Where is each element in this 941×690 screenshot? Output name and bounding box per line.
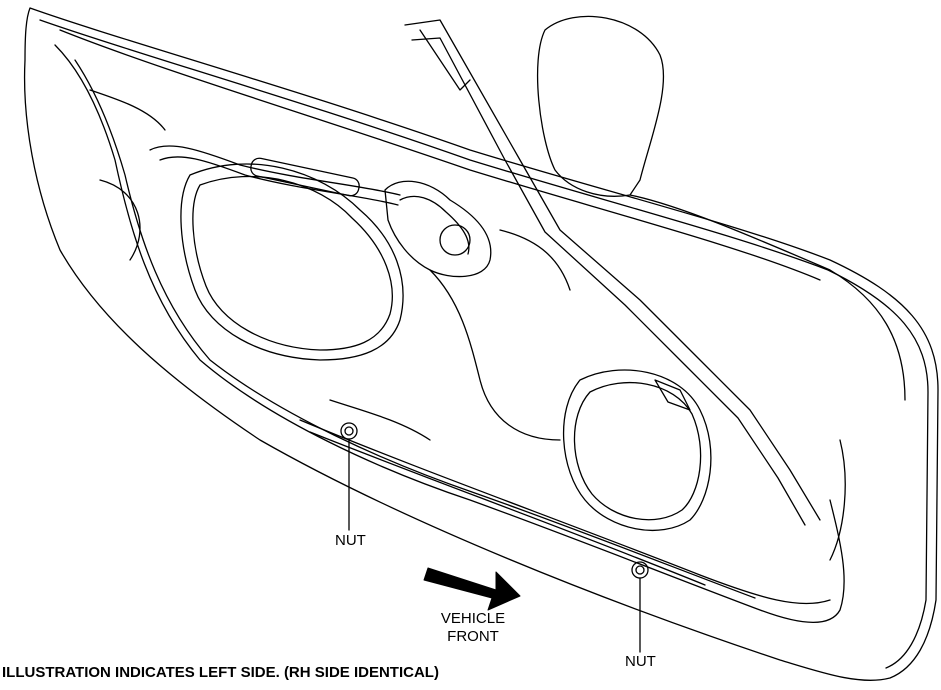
door-outer-edge <box>23 7 939 681</box>
vehicle-front-arrow-icon <box>423 567 521 611</box>
latch-detail <box>399 195 470 255</box>
seat-headrest <box>536 15 665 197</box>
window-frame-arm-2 <box>411 37 806 526</box>
lower-opening-right-inner <box>573 381 702 521</box>
door-cable <box>149 145 401 196</box>
cable-sleeve <box>250 157 360 197</box>
window-opening-left <box>180 163 404 361</box>
door-cable-2 <box>159 156 399 206</box>
panel-contour-b <box>499 229 571 291</box>
panel-contour-f <box>829 439 846 561</box>
bottom-sill-line <box>299 419 831 605</box>
inner-panel-frame <box>54 44 845 624</box>
window-opening-left-inner <box>192 175 393 351</box>
panel-contour-g <box>654 379 691 411</box>
window-frame-arm <box>404 19 821 521</box>
panel-contour-a <box>429 269 561 441</box>
lower-opening-right <box>563 369 712 532</box>
latch-assembly <box>384 180 492 278</box>
nut-left-label: NUT <box>335 532 366 549</box>
latch-knob <box>439 224 471 256</box>
panel-contour-c <box>89 89 166 131</box>
inner-panel-frame-2 <box>74 59 756 599</box>
panel-contour-e <box>329 399 431 441</box>
door-outer-edge-inner <box>39 19 929 669</box>
door-top-edge-line <box>59 29 821 281</box>
vehicle-front-label-line2: FRONT <box>447 628 499 645</box>
window-frame-arm-3 <box>419 29 471 91</box>
vehicle-front-label-line1: VEHICLE <box>440 610 506 627</box>
nut-right-label: NUT <box>625 653 656 670</box>
illustration-caption: ILLUSTRATION INDICATES LEFT SIDE. (RH SI… <box>2 664 439 681</box>
nut-right-icon <box>631 561 649 653</box>
bottom-sill-line-2 <box>309 431 706 586</box>
panel-contour-d <box>99 179 141 261</box>
nut-left-icon <box>340 422 358 531</box>
seat-back <box>629 194 906 401</box>
